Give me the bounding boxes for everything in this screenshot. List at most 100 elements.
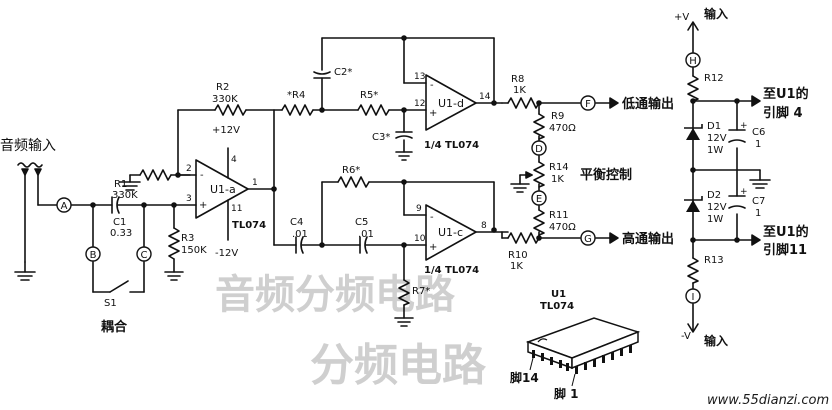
highpass-output-label: 高通输出 — [622, 231, 674, 247]
svg-text:12: 12 — [414, 99, 425, 109]
opamp-u1d-body — [425, 74, 477, 131]
c3-label: C3* — [372, 132, 390, 143]
svg-text:3: 3 — [186, 194, 192, 204]
r2-value: 330K — [212, 94, 238, 105]
r14-label: R14 — [549, 162, 569, 173]
zener-diodes — [684, 124, 703, 212]
ic-ref: U1 — [551, 289, 566, 300]
node-c: C — [136, 246, 152, 262]
component-labels: R1 330K R2 330K R3 150K *R4 R5* R6* R7* … — [104, 67, 765, 309]
node-i: I — [685, 288, 701, 304]
c1-value: 0.33 — [110, 228, 132, 239]
ic-pin1-label: 脚 1 — [554, 386, 579, 401]
r12-label: R12 — [704, 73, 724, 84]
r3-value: 150K — [181, 245, 207, 256]
node-f: F — [580, 95, 596, 111]
plus-v-label: +V — [674, 12, 689, 23]
svg-text:+: + — [429, 242, 437, 253]
svg-text:C: C — [141, 250, 148, 261]
svg-text:-: - — [430, 212, 434, 223]
svg-text:B: B — [90, 250, 97, 261]
u1a-plus: + — [199, 200, 207, 211]
r1-label: R1 — [114, 179, 127, 190]
c6-plus: + — [740, 121, 748, 131]
svg-text:4: 4 — [231, 155, 237, 165]
background-watermark: 音频分频电路 分频电路 — [215, 272, 487, 391]
c1-label: C1 — [113, 217, 126, 228]
wiring — [14, 21, 771, 333]
node-markers: A B C D E F G H I — [56, 52, 701, 304]
r8-label: R8 — [511, 74, 524, 85]
node-b: B — [85, 246, 101, 262]
d2-power: 1W — [707, 214, 723, 225]
ic-pins — [532, 345, 632, 374]
r10-value: 1K — [510, 261, 523, 272]
audio-input-label: 音频输入 — [0, 137, 56, 154]
u1c-part: 1/4 TL074 — [424, 265, 479, 276]
u1c-name: U1-c — [438, 226, 463, 239]
svg-text:+: + — [429, 108, 437, 119]
r1-zigzag — [139, 169, 172, 181]
r5-label: R5* — [360, 90, 378, 101]
c7-value: 1 — [755, 208, 761, 219]
input-marker — [17, 162, 43, 168]
r9-value: 470Ω — [549, 123, 576, 134]
watermark-overlay-1: 音频分频电路 — [215, 272, 456, 318]
svg-text:-: - — [430, 80, 434, 91]
node-h: H — [685, 52, 701, 68]
node-e: E — [531, 190, 547, 206]
minus-v-label: -V — [681, 331, 691, 342]
zener-d2 — [686, 200, 700, 212]
u1d-part: 1/4 TL074 — [424, 140, 479, 151]
opamp-labels: U1-a - + TL074 +12V -12V 2 3 4 11 1 U1-d… — [186, 72, 491, 276]
lowpass-output-label: 低通输出 — [621, 96, 674, 112]
c5-label: C5 — [355, 217, 368, 228]
svg-text:10: 10 — [414, 234, 426, 244]
svg-text:G: G — [584, 234, 592, 245]
ic-pin14-label: 脚14 — [510, 370, 539, 385]
r9-label: R9 — [551, 111, 564, 122]
c5-value: .01 — [358, 229, 374, 240]
to-u1-pin4-line2: 引脚 4 — [763, 105, 803, 121]
d2-voltage: 12V — [707, 202, 727, 213]
to-u1-pin11-line1: 至U1的 — [763, 224, 809, 240]
r14-value: 1K — [551, 174, 564, 185]
input-arrows — [21, 168, 42, 176]
r3-label: R3 — [181, 233, 194, 244]
c6-value: 1 — [755, 139, 761, 150]
d1-power: 1W — [707, 145, 723, 156]
plus-v-input-label: 输入 — [704, 6, 728, 21]
r11-value: 470Ω — [549, 222, 576, 233]
opamp-u1a-body — [195, 159, 249, 219]
zener-d1 — [686, 128, 700, 140]
u1a-name: U1-a — [210, 183, 236, 196]
ic-package-tl074: U1 TL074 脚14 脚 1 — [510, 289, 641, 401]
svg-text:1: 1 — [252, 178, 258, 188]
to-u1-pin11-line2: 引脚11 — [763, 242, 807, 258]
svg-text:E: E — [536, 194, 542, 205]
c2-label: C2* — [334, 67, 352, 78]
u1d-name: U1-d — [438, 97, 464, 110]
node-d: D — [531, 140, 547, 156]
r6-label: R6* — [342, 165, 360, 176]
svg-text:11: 11 — [231, 204, 242, 214]
r13-label: R13 — [704, 255, 724, 266]
u1a-supply-neg: -12V — [215, 248, 238, 259]
svg-text:9: 9 — [416, 204, 422, 214]
r2-label: R2 — [216, 82, 229, 93]
coupling-label: 耦合 — [101, 319, 128, 335]
minus-v-input-label: 输入 — [704, 333, 728, 348]
d1-voltage: 12V — [707, 133, 727, 144]
ic-part: TL074 — [540, 301, 574, 312]
svg-text:2: 2 — [186, 164, 192, 174]
watermark-overlay-2: 分频电路 — [310, 340, 487, 391]
c4-value: .01 — [292, 229, 308, 240]
svg-text:13: 13 — [414, 72, 425, 82]
d2-label: D2 — [707, 190, 721, 201]
c7-plus: + — [740, 187, 748, 197]
text-labels: 音频输入 耦合 低通输出 高通输出 平衡控制 +V 输入 -V 输入 至U1的 … — [0, 6, 809, 348]
u1a-minus: - — [200, 170, 204, 181]
site-watermark: www.55dianzi.com — [707, 393, 829, 408]
r7-label: R7* — [412, 286, 430, 297]
node-a: A — [56, 197, 72, 213]
